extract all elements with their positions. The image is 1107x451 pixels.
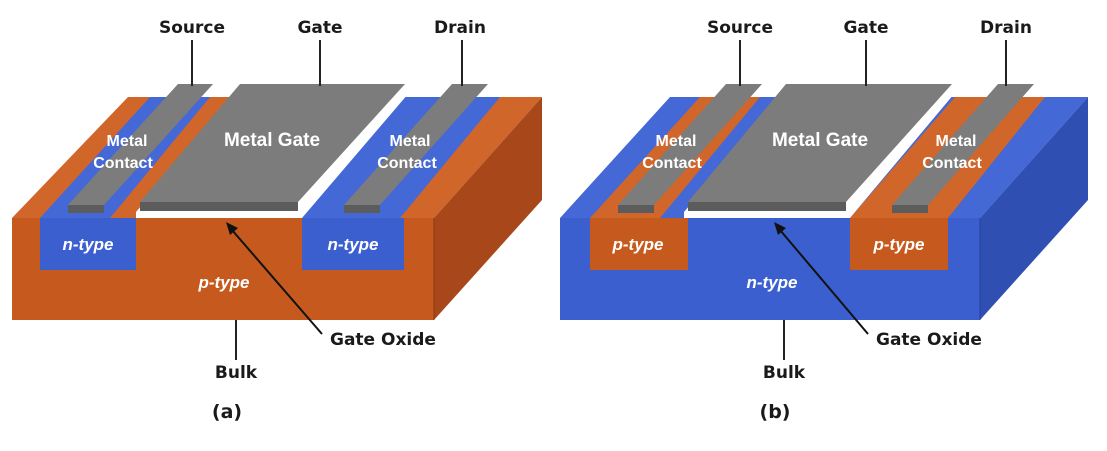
gate-oxide-label-a: Gate Oxide [330, 330, 436, 350]
right-well-label-b: p-type [873, 235, 925, 254]
drain-label-b: Drain [980, 18, 1032, 38]
caption-b: (b) [760, 401, 791, 423]
right-contact-label-1-a: Metal [390, 133, 431, 150]
diagram-a: Source Gate Drain Bulk Gate Oxide Metal … [12, 18, 542, 423]
left-contact-label-1-a: Metal [107, 133, 148, 150]
left-contact-label-2-b: Contact [642, 155, 702, 172]
bulk-label-b: Bulk [763, 363, 806, 383]
metal-gate-label-b: Metal Gate [772, 130, 868, 151]
right-contact-front-a [344, 205, 380, 213]
metal-gate-label-a: Metal Gate [224, 130, 320, 151]
substrate-label-b: n-type [747, 273, 798, 292]
left-well-front-a [40, 218, 136, 270]
diagram-b: Source Gate Drain Bulk Gate Oxide Metal … [560, 18, 1088, 423]
caption-a: (a) [212, 401, 242, 423]
left-well-label-b: p-type [612, 235, 664, 254]
bulk-label-a: Bulk [215, 363, 258, 383]
right-well-label-a: n-type [328, 235, 379, 254]
gate-oxide-label-b: Gate Oxide [876, 330, 982, 350]
left-contact-top-b [618, 84, 762, 205]
left-contact-label-2-a: Contact [93, 155, 153, 172]
left-well-label-a: n-type [63, 235, 114, 254]
right-well-front-b [850, 218, 948, 270]
right-contact-label-2-b: Contact [922, 155, 982, 172]
source-label-b: Source [707, 18, 773, 38]
metal-gate-front-b [688, 202, 846, 211]
metal-gate-top-a [140, 84, 405, 202]
substrate-side-a [434, 97, 542, 320]
left-contact-front-b [618, 205, 654, 213]
right-contact-label-1-b: Metal [936, 133, 977, 150]
right-contact-top-b [892, 84, 1034, 205]
left-contact-top-a [68, 84, 213, 205]
gate-label-a: Gate [297, 18, 342, 38]
right-contact-front-b [892, 205, 928, 213]
right-contact-top-a [344, 84, 488, 205]
left-contact-front-a [68, 205, 104, 213]
left-well-front-b [590, 218, 688, 270]
source-label-a: Source [159, 18, 225, 38]
left-contact-label-1-b: Metal [656, 133, 697, 150]
right-contact-label-2-a: Contact [377, 155, 437, 172]
right-well-front-a [302, 218, 404, 270]
drain-label-a: Drain [434, 18, 486, 38]
substrate-side-b [980, 97, 1088, 320]
gate-label-b: Gate [843, 18, 888, 38]
metal-gate-front-a [140, 202, 298, 211]
metal-gate-top-b [688, 84, 952, 202]
substrate-label-a: p-type [198, 273, 250, 292]
